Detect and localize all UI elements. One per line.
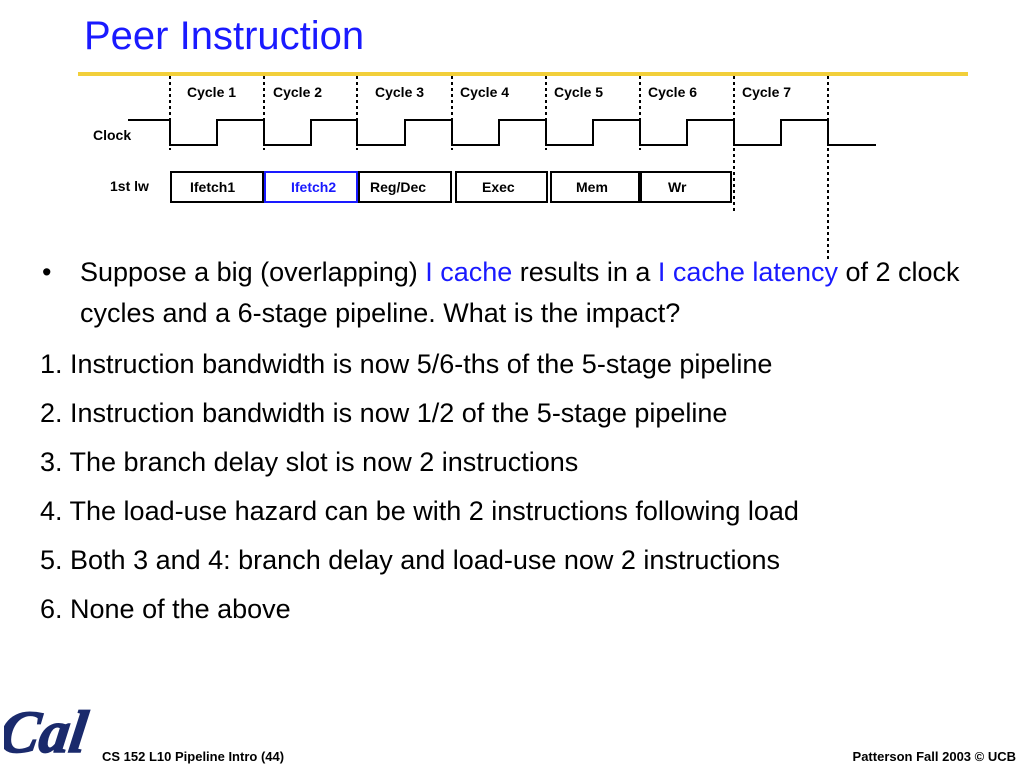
slide-title: Peer Instruction — [84, 14, 365, 58]
cycle-label: Cycle 3 — [375, 84, 425, 100]
svg-text:Cal: Cal — [4, 699, 92, 765]
clock-label: Clock — [93, 127, 132, 143]
stage-ifetch1: Ifetch1 — [170, 171, 264, 203]
highlight-i-cache-latency: I cache latency — [657, 257, 838, 287]
cycle-label: Cycle 2 — [273, 84, 323, 100]
cal-logo: Cal — [4, 699, 92, 765]
question-bullet: • Suppose a big (overlapping) I cache re… — [40, 252, 1015, 334]
highlight-i-cache: I cache — [425, 257, 513, 287]
bullet-dot: • — [42, 257, 52, 287]
answer-option-4: 4. The load-use hazard can be with 2 ins… — [40, 496, 799, 526]
clock-waveform — [128, 119, 876, 146]
instruction-label: 1st lw — [110, 178, 149, 194]
question-text: results in a — [512, 257, 658, 287]
pipeline-diagram: Clock 1st lw Cycle 1 Cycle 2 Cycle 3 Cyc… — [0, 0, 1024, 280]
title-underline — [78, 72, 968, 76]
footer-course: CS 152 L10 Pipeline Intro (44) — [102, 749, 285, 764]
cycle-label: Cycle 1 — [187, 84, 237, 100]
cycle-label: Cycle 5 — [554, 84, 604, 100]
stage-exec: Exec — [455, 171, 548, 203]
answer-option-2: 2. Instruction bandwidth is now 1/2 of t… — [40, 398, 728, 428]
stage-ifetch2: Ifetch2 — [264, 171, 358, 203]
slide-body: • Suppose a big (overlapping) I cache re… — [40, 252, 1015, 638]
stage-reg-dec: Reg/Dec — [358, 171, 452, 203]
question-text: Suppose a big (overlapping) — [80, 257, 426, 287]
question-text: of 2 clock cycles and a 6-stage pipeline… — [80, 257, 960, 328]
stage-wr: Wr — [640, 171, 732, 203]
answer-option-6: 6. None of the above — [40, 594, 291, 624]
stage-mem: Mem — [550, 171, 640, 203]
timing-lines — [128, 76, 876, 262]
answer-option-3: 3. The branch delay slot is now 2 instru… — [40, 447, 579, 477]
cycle-label: Cycle 6 — [648, 84, 698, 100]
cycle-label: Cycle 7 — [742, 84, 792, 100]
answer-option-1: 1. Instruction bandwidth is now 5/6-ths … — [40, 349, 773, 379]
footer-copyright: Patterson Fall 2003 © UCB — [852, 749, 1016, 764]
cycle-label: Cycle 4 — [460, 84, 510, 100]
answer-option-5: 5. Both 3 and 4: branch delay and load-u… — [40, 545, 780, 575]
